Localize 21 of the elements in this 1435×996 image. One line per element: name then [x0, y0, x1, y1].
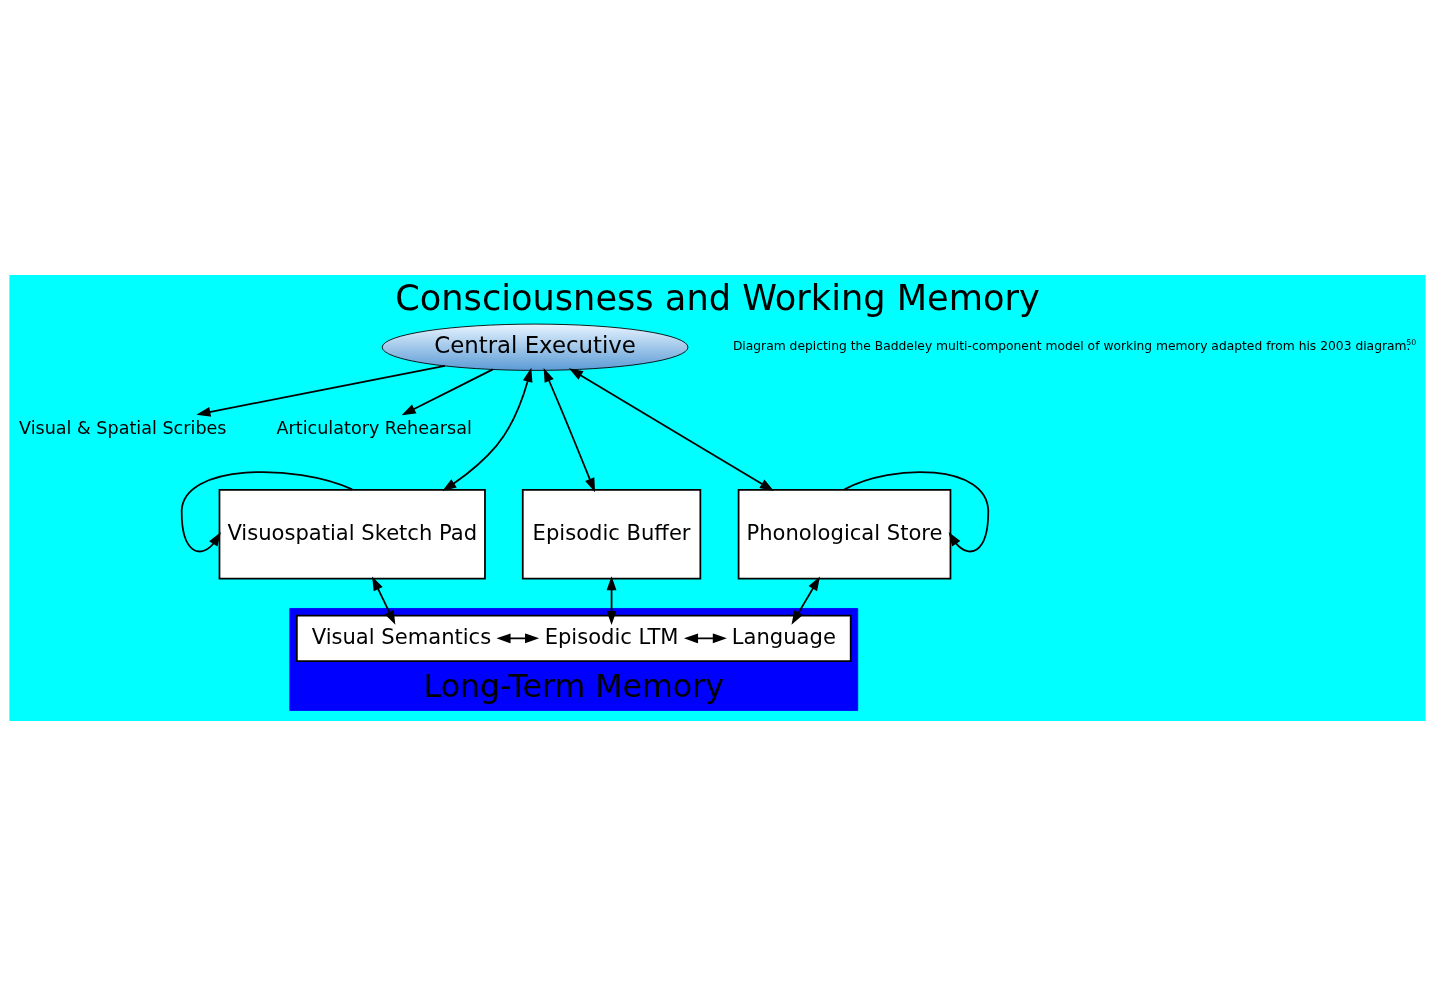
- node-text: Visual Semantics: [311, 623, 492, 649]
- node-text: Episodic LTM: [544, 623, 679, 649]
- arrow: [683, 633, 727, 644]
- node-box: Phonological Store: [737, 488, 952, 580]
- arrow: [372, 576, 396, 625]
- diagram-title: Consciousness and Working Memory: [395, 277, 1040, 319]
- arrow: [196, 364, 446, 417]
- cluster: [295, 614, 852, 663]
- node-text: Visual & Spatial Scribes: [19, 418, 227, 439]
- node-ellipse: Central Executive: [381, 323, 689, 371]
- node-text: Articulatory Rehearsal: [276, 418, 472, 439]
- arrow: [496, 633, 540, 644]
- arrow: [401, 368, 494, 416]
- arrow: [442, 367, 533, 492]
- node-box: Episodic Buffer: [521, 488, 702, 580]
- arrow: [791, 576, 820, 625]
- arrow: [568, 368, 774, 492]
- arrow: [543, 367, 596, 493]
- node-box: Visuospatial Sketch Pad: [218, 488, 486, 580]
- arrow: [606, 576, 617, 626]
- node-text: Language: [731, 623, 836, 649]
